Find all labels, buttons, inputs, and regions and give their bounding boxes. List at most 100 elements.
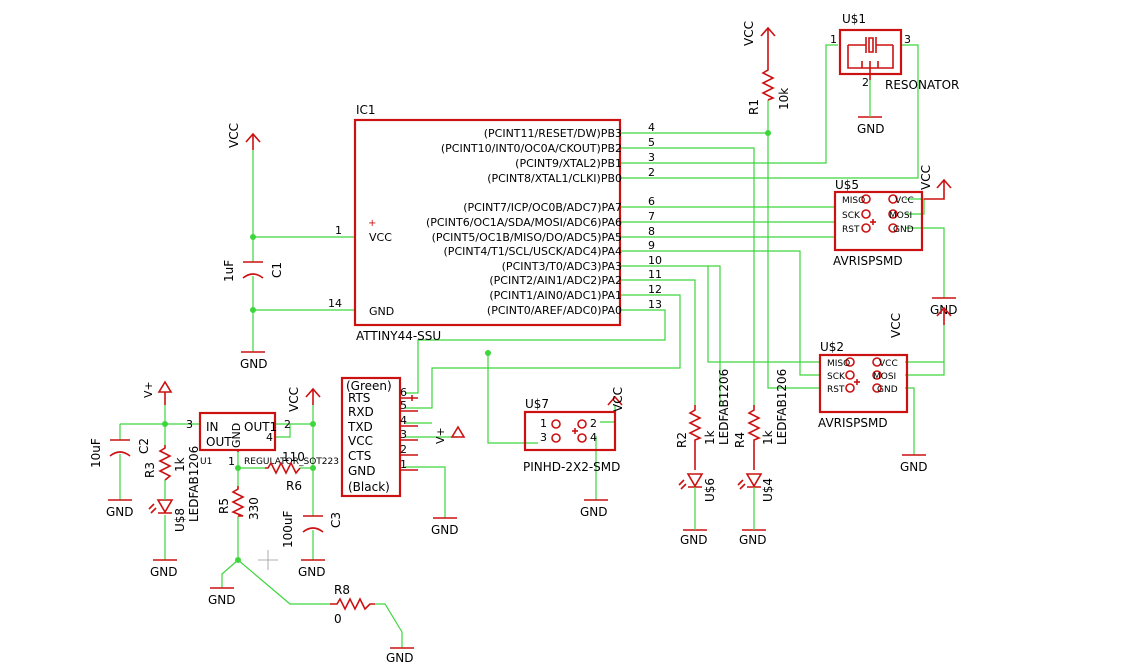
ic1-pin-label: (PCINT6/OC1A/SDA/MOSI/ADC6)PA6 [426,216,622,229]
ftdi-pin-num: 3 [400,428,407,441]
resonator-us1[interactable]: U$1 RESONATOR 1 2 3 [830,12,959,117]
ic1-pin-num: 11 [648,268,662,281]
resonator-value: RESONATOR [885,78,959,92]
pinhd-pin1: 1 [540,417,547,430]
ic1-pin-num: 10 [648,254,662,267]
ftdi-pin-num: 5 [400,399,407,412]
resistor-r6[interactable]: 110 R6 [265,450,305,493]
ic1-pin-num: 8 [648,225,655,238]
ftdi-pin-label: RXD [348,405,374,419]
ic1-pin-num: 13 [648,298,662,311]
r4-led-value: LEDFAB1206 [775,369,789,445]
supply-gnd-us4: GND [739,529,767,547]
resistor-r2[interactable]: R2 1k LEDFAB1206 [675,369,731,470]
pinhd-pin3: 3 [540,431,547,444]
ic1-ref: IC1 [356,103,376,117]
supply-gnd-us6: GND [680,529,708,547]
supply-gnd-isp2: GND [900,454,928,474]
isp1-ref: U$5 [835,178,859,192]
supply-vplus-ftdi: V+ [434,425,466,444]
supply-vcc-isp1: VCC [919,165,952,200]
ic1-pin-label: (PCINT5/OC1B/MISO/DO/ADC5)PA5 [432,231,622,244]
ic1-pin-vcc-num: 1 [335,224,342,237]
net-gnd-label: GND [680,533,708,547]
isp1-value: AVRISPSMD [833,254,903,268]
supply-vcc-pinhd: VCC [607,387,625,412]
u1-out-label: OUT [206,435,232,449]
isp2-mosi-label: MOSI [873,372,896,382]
resistor-r3[interactable]: R3 1k LEDFAB1206 [143,445,201,522]
ftdi-pins [400,395,418,471]
supply-gnd-r5: GND [208,587,236,607]
resistor-r8[interactable]: R8 0 [330,583,375,626]
u1-gnd-label: GND [230,423,243,448]
net-vcc-label: VCC [919,165,933,190]
r1-value: 10k [777,88,791,110]
supply-gnd-pinhd: GND [580,499,608,519]
net-vcc-label: VCC [742,21,756,46]
led-us8[interactable]: U$8 [148,490,187,532]
ic1-pin-num: 7 [648,210,655,223]
capacitor-c2[interactable]: C2 10uF [89,438,151,468]
u1-ref: U1 [200,457,212,467]
net-gnd-label: GND [208,593,236,607]
net-gnd-label: GND [106,505,134,519]
supply-vcc-c1: VCC [227,123,261,150]
net-gnd-label: GND [386,651,414,665]
led-us4-ref: U$4 [761,478,775,502]
supply-gnd-c1: GND [240,351,268,371]
pinhd-pin4: 4 [590,431,597,444]
led-us8-ref: U$8 [173,508,187,532]
ftdi-bottom-label: (Black) [348,480,390,494]
resonator-pin1: 1 [830,33,837,46]
resistor-r1[interactable]: R1 10k [747,45,791,115]
r4-ref: R4 [733,432,747,448]
ic1-pin-label: (PCINT11/RESET/DW)PB3 [484,127,622,140]
isp1-gnd-label: GND [893,225,914,235]
avrisp-header-us2[interactable]: U$2 AVRISPSMD MISO SCK RST VCC MOSI GND [818,340,909,430]
junctions [162,130,771,563]
c3-value: 100uF [281,510,295,548]
r3-value: 1k [173,457,187,472]
capacitor-c1[interactable]: C1 1uF [222,260,284,282]
ic1-pin-label: (PCINT8/XTAL1/CLKI)PB0 [487,172,622,185]
ftdi-pin-label: RTS [348,391,370,405]
r2-led-value: LEDFAB1206 [717,369,731,445]
ic1-attiny44[interactable]: IC1 ATTINY44-SSU VCC 1 GND 14 + (PCINT11… [328,103,662,343]
resistor-r4[interactable]: R4 1k LEDFAB1206 [733,369,789,470]
u1-pin-out1: 4 [266,431,273,444]
led-us4[interactable]: U$4 [737,473,775,530]
net-vcc-label: VCC [227,123,241,148]
ic1-pin-label: (PCINT7/ICP/OC0B/ADC7)PA7 [463,201,622,214]
resonator-pin2: 2 [862,76,869,89]
avrisp-header-us5[interactable]: U$5 AVRISPSMD MISO SCK RST VCC MOSI GND [833,178,924,268]
pinhd-pin2: 2 [590,417,597,430]
capacitor-c3[interactable]: C3 100uF [281,510,343,548]
pinhd-2x2-header[interactable]: U$7 PINHD-2X2-SMD 1 2 3 4 [523,397,620,474]
isp1-miso-label: MISO [842,196,865,206]
pinhd-ref: U$7 [525,397,549,411]
r3-ref: R3 [143,462,157,478]
resonator-ref: U$1 [842,12,866,26]
resistor-r5[interactable]: R5 330 [217,486,261,520]
crosshair-cursor-icon [258,550,278,570]
ic1-pin-label: (PCINT10/INT0/OC0A/CKOUT)PB2 [441,142,622,155]
ic1-pin-num: 5 [648,136,655,149]
regulator-u1[interactable]: IN OUT OUT1 GND 3 2 4 1 U1 REGULATOR_SOT… [186,411,339,468]
net-vcc-label: VCC [889,313,903,338]
ic1-pin-vcc-label: VCC [369,231,392,244]
pinhd-value: PINHD-2X2-SMD [523,460,620,474]
isp2-value: AVRISPSMD [818,416,888,430]
supply-vcc-regulator: VCC [287,387,321,412]
led-us6-ref: U$6 [703,478,717,502]
net-vcc-label: VCC [611,387,625,412]
ic1-pin-num: 12 [648,283,662,296]
ftdi-header[interactable]: (Green) (Black) RTS RXD TXD VCC CTS GND … [340,376,418,498]
c3-ref: C3 [329,512,343,528]
r2-ref: R2 [675,432,689,448]
led-us6[interactable]: U$6 [678,473,717,530]
ic1-pin-label: (PCINT3/T0/ADC3)PA3 [502,260,622,273]
isp2-miso-label: MISO [827,359,850,369]
ic1-pin-num: 4 [648,121,655,134]
